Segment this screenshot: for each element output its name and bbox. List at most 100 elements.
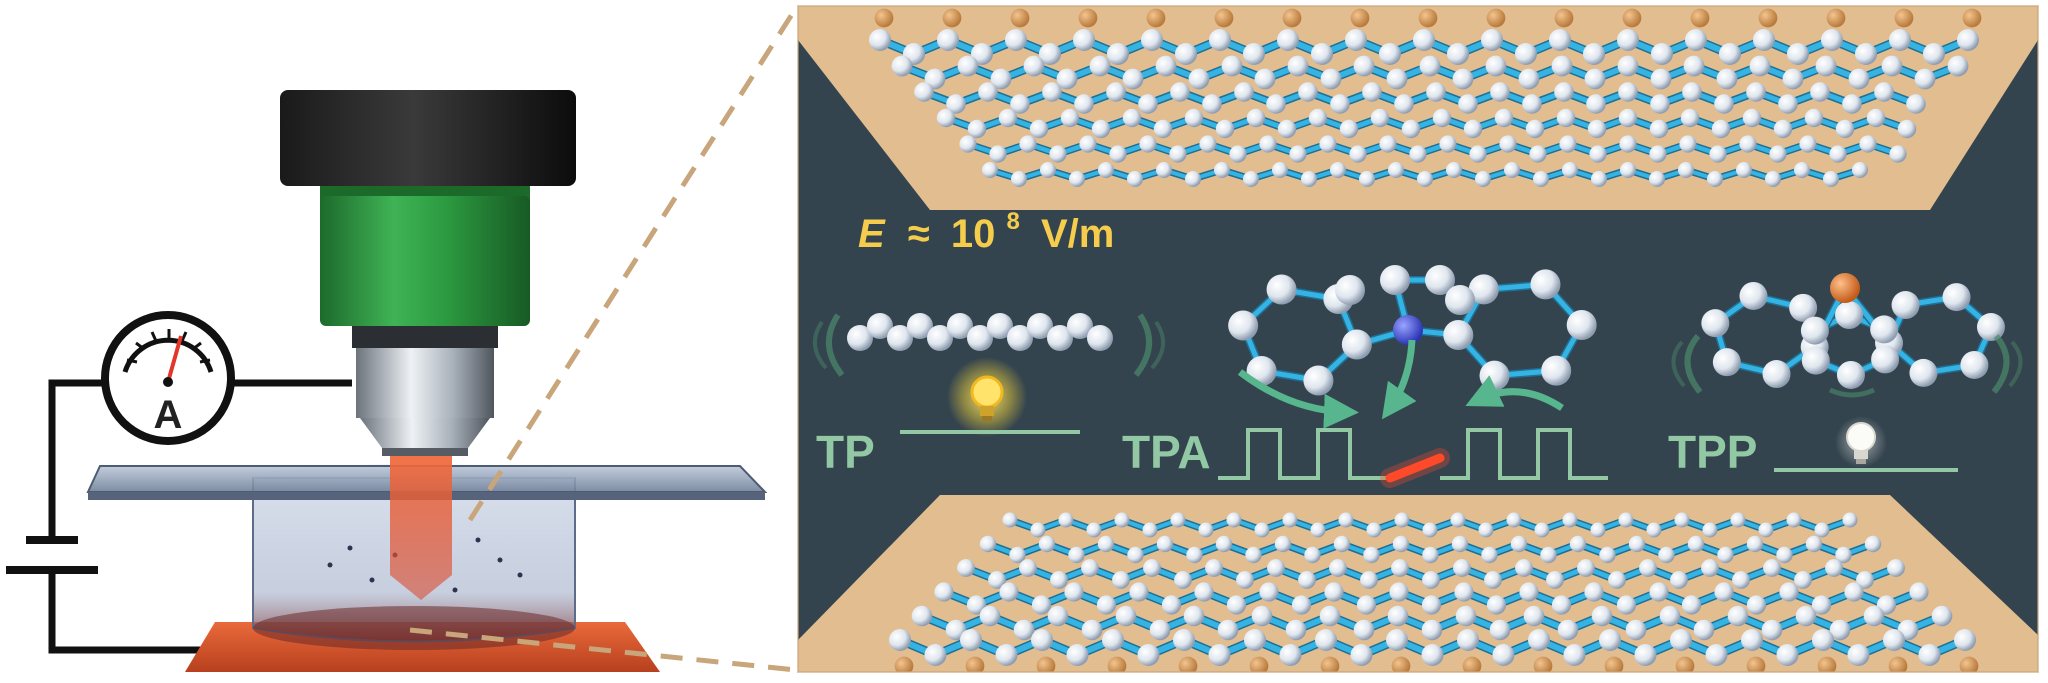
atom [1359,171,1375,187]
atom [1874,82,1894,102]
atom [1183,605,1205,627]
atom [1959,656,1979,672]
atom [957,559,975,577]
top-electrode-lattice [869,29,1979,187]
atom [1333,535,1351,553]
atom [1494,108,1514,128]
objective-lens [280,90,576,456]
bottom-electrode-lattice [889,512,1976,666]
atom [1741,629,1763,651]
atom [1289,145,1307,163]
atom [1719,43,1741,65]
atom [1143,559,1161,577]
atom [1457,629,1479,651]
atom [1518,68,1540,90]
atom [1393,315,1423,345]
atom [1353,55,1375,77]
atom [967,325,993,351]
atom [1942,283,1971,312]
atom [1023,55,1045,77]
atom [942,8,962,28]
top-electrode-back-atoms [874,8,1982,28]
atom [1422,522,1438,538]
atom [1068,546,1085,564]
atom [967,119,987,139]
atom [1350,8,1370,28]
atom [1685,29,1707,51]
atom [1852,162,1868,178]
atom [1214,162,1230,178]
atom [1486,595,1507,615]
atom [1549,29,1571,51]
atom [1658,546,1675,564]
atom [1842,94,1862,114]
atom [867,313,893,339]
atom [1679,135,1697,153]
atom [1680,108,1700,128]
atom [1074,94,1094,114]
atom [1421,619,1443,641]
atom [1386,629,1408,651]
atom [1569,535,1587,553]
atom [1036,656,1056,672]
atom [1188,68,1210,90]
field-base: 10 [951,212,996,256]
atom [1519,582,1539,602]
atom [1310,522,1326,538]
atom [891,55,913,77]
setup-schematic: A [6,6,799,673]
atom [1073,29,1095,51]
atom [1753,29,1775,51]
atom [1859,135,1877,153]
atom [1277,29,1299,51]
atom [1763,559,1781,577]
atom [1298,82,1318,102]
atom [1081,619,1103,641]
atom [1042,82,1062,102]
atom [1619,135,1637,153]
atom [1078,8,1098,28]
atom [1217,619,1239,641]
atom [1129,582,1149,602]
atom [1618,82,1638,102]
atom [1522,94,1542,114]
atom [1109,145,1127,163]
atom [1409,145,1427,163]
tpa-telegraph-signal [1218,428,1608,480]
atom [1380,265,1410,295]
atom [1040,162,1056,178]
atom [1251,605,1273,627]
atom [1277,119,1297,139]
atom [1149,619,1171,641]
atom [1215,119,1235,139]
atom [1422,546,1439,564]
atom [1583,43,1605,65]
atom [1499,135,1517,153]
atom [1259,582,1279,602]
atom [1855,43,1877,65]
atom [1528,629,1550,651]
atom [1282,8,1302,28]
atom [1954,629,1976,651]
atom [1810,82,1830,102]
atom [1659,605,1681,627]
atom [1156,162,1172,178]
atom [1681,595,1702,615]
atom [966,595,987,615]
atom [1056,68,1078,90]
atom [1651,43,1673,65]
atom [1199,135,1217,153]
atom [999,582,1019,602]
atom [1761,619,1783,641]
atom [1274,535,1292,553]
atom [1432,108,1452,128]
junction-panel-border [797,5,2039,673]
atom [1272,162,1288,178]
atom [1243,171,1259,187]
atom [1058,512,1074,528]
atom [1279,644,1302,666]
atom [1506,512,1522,528]
vibration-icon [1684,334,1703,394]
atom [1577,559,1595,577]
